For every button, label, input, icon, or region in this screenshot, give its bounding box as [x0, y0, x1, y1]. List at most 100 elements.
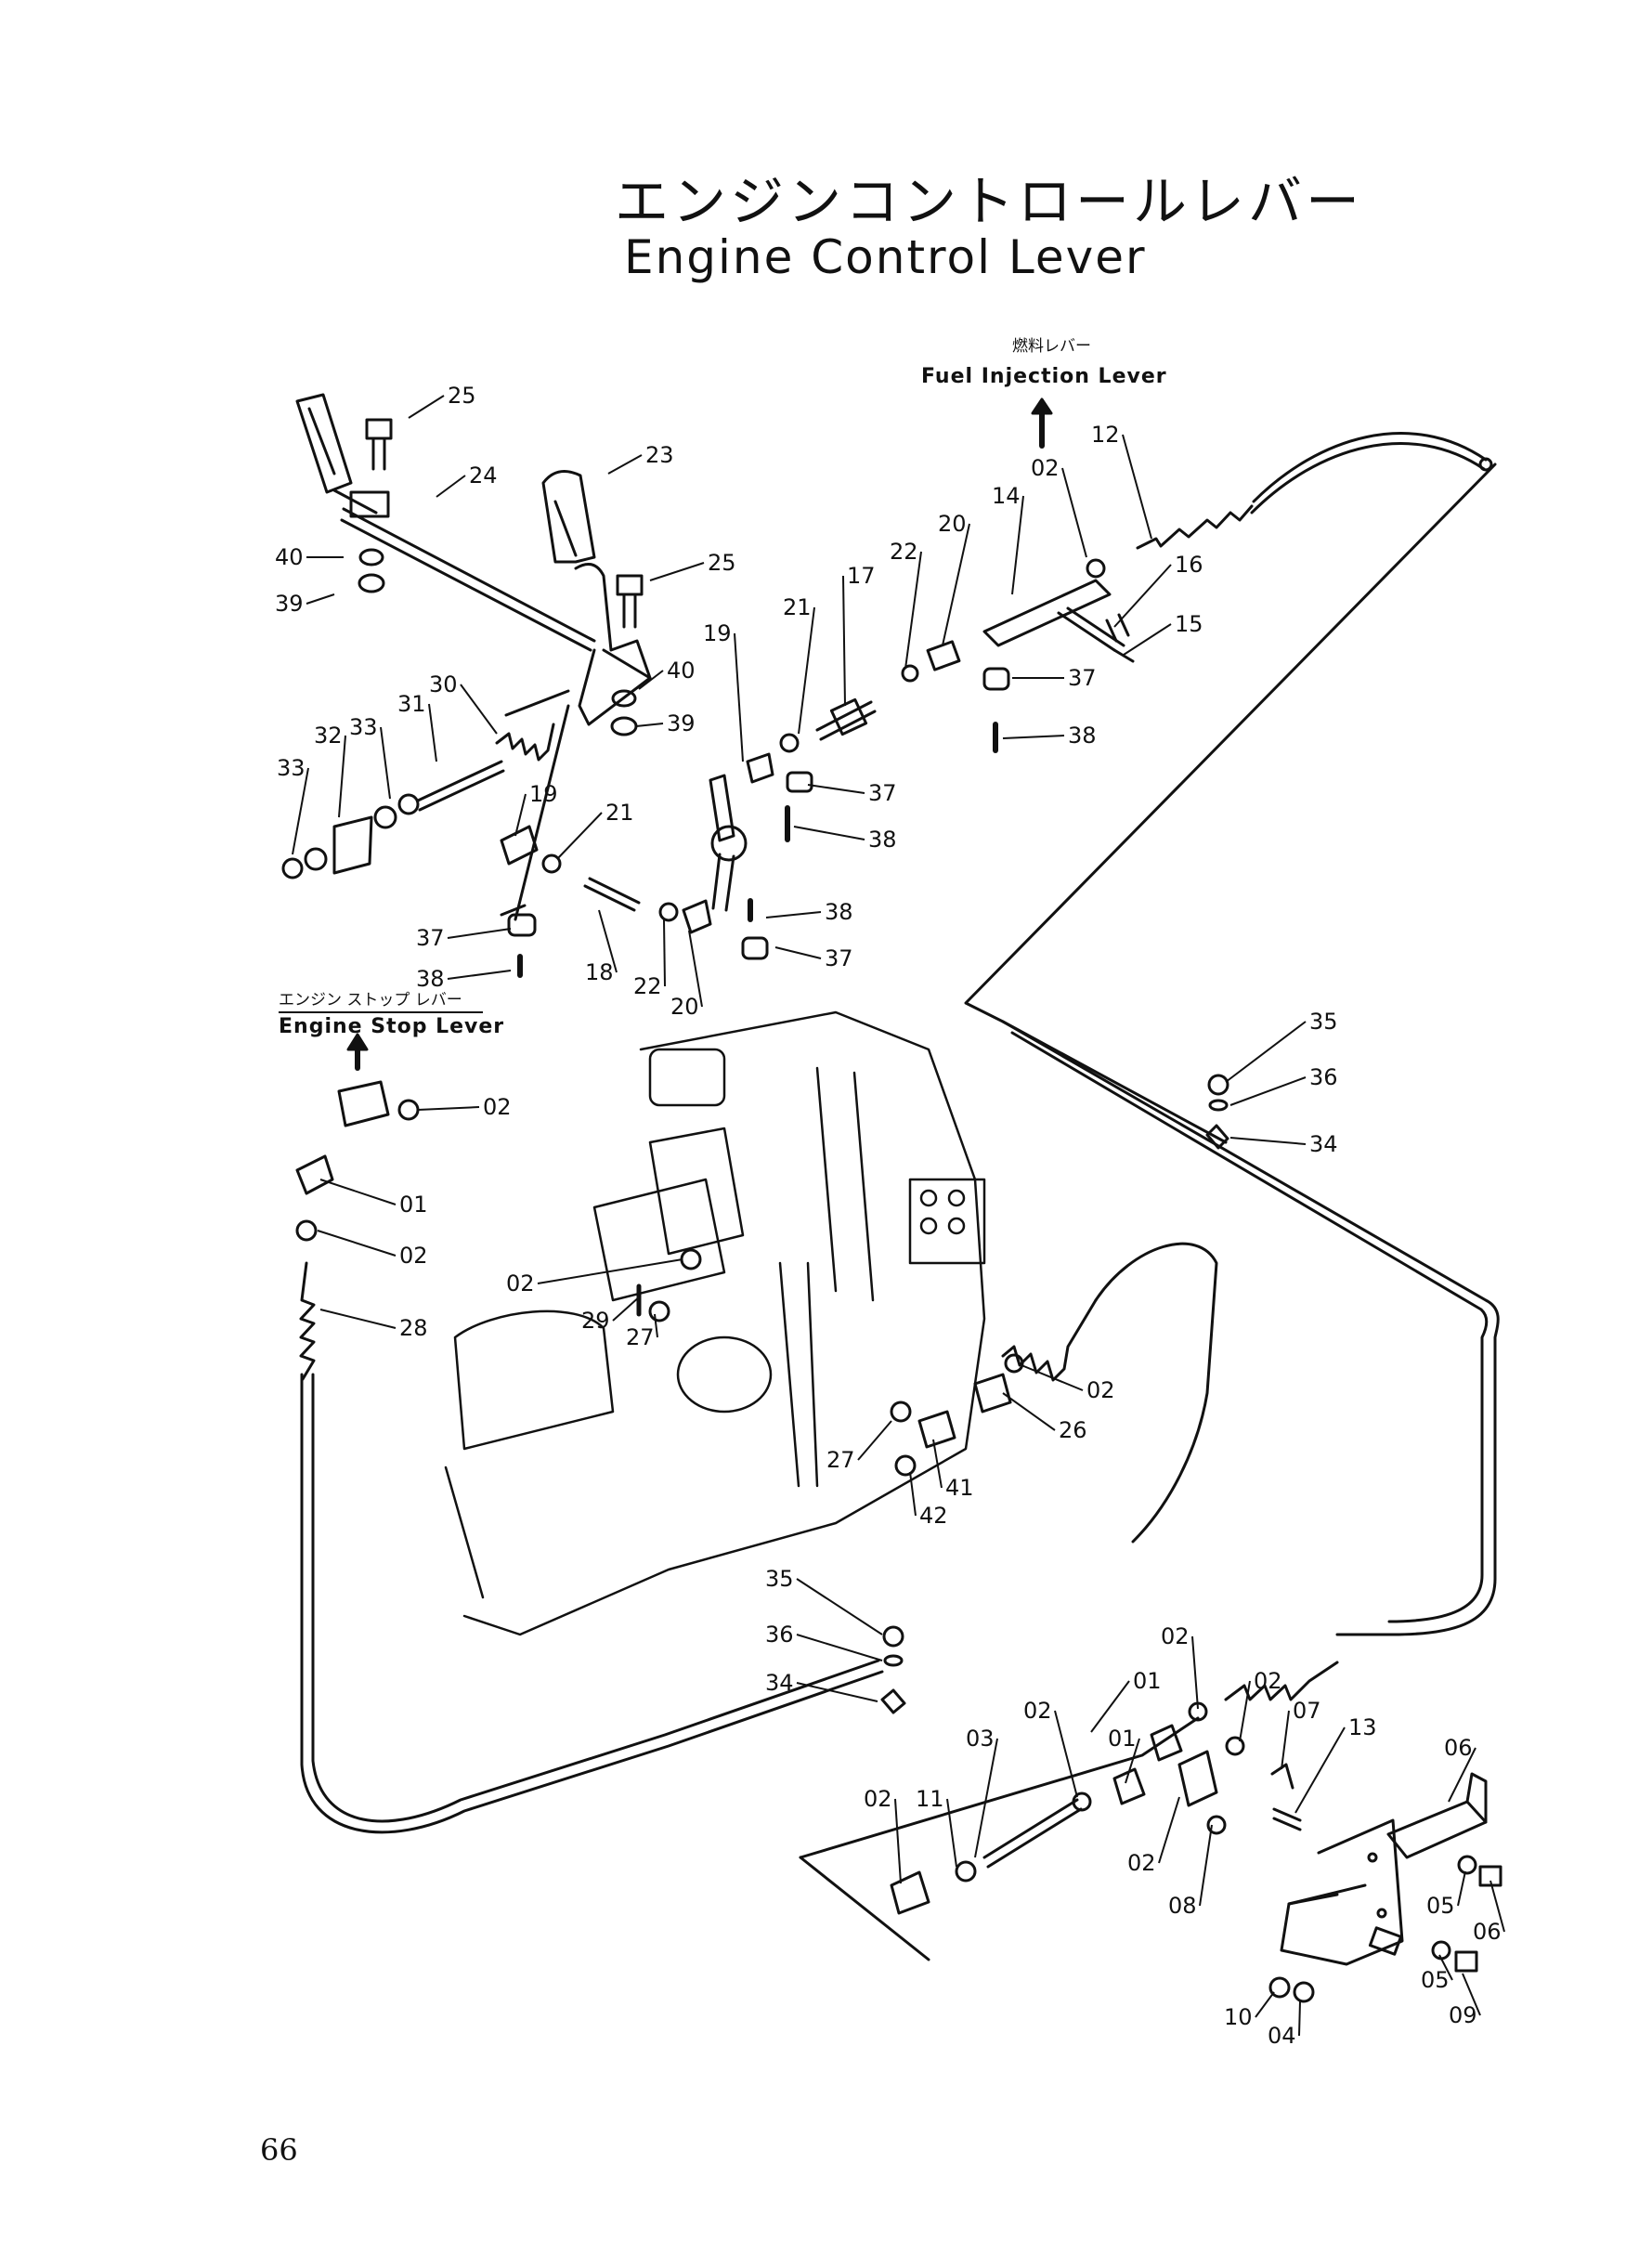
leader-line-33: [380, 726, 391, 800]
fuel-lever-label-en: Fuel Injection Lever: [921, 365, 1167, 388]
callout-28: 28: [399, 1315, 428, 1341]
washer-36-bottom: [883, 1654, 904, 1667]
clevis-20-right: [926, 640, 961, 671]
lower-right-cable-end: [1224, 1661, 1339, 1701]
leader-line-36: [1229, 1076, 1307, 1106]
leader-line-17: [842, 575, 846, 707]
callout-14: 14: [992, 483, 1021, 509]
cable-right-loop: [1001, 1020, 1500, 1636]
pedal-pad-23: [541, 470, 596, 564]
callout-17: 17: [847, 563, 876, 589]
callout-30: 30: [429, 671, 458, 697]
pin-37-d: [982, 667, 1010, 691]
leader-line-42: [909, 1471, 917, 1517]
washer-40-left: [358, 548, 384, 567]
callout-02: 02: [1031, 455, 1060, 481]
callout-40: 40: [667, 658, 696, 684]
callout-24: 24: [469, 463, 498, 489]
bolt-05-a: [1478, 1865, 1502, 1887]
fuel-lever-arrow: [1031, 397, 1053, 449]
nut-42: [894, 1454, 917, 1477]
leader-line-27: [654, 1313, 658, 1338]
leader-line-02: [1061, 467, 1087, 558]
page-number: 66: [260, 2132, 298, 2168]
nut-21-left: [541, 853, 562, 874]
callout-34: 34: [765, 1670, 794, 1696]
callout-27: 27: [826, 1447, 855, 1473]
rod-17-body: [829, 697, 868, 736]
nut-22-left: [658, 902, 679, 922]
callout-31: 31: [397, 691, 426, 717]
link-line: [500, 704, 570, 921]
leader-line-02: [417, 1106, 480, 1111]
bolt-lower: [1368, 1926, 1403, 1956]
nut-02-mid: [1004, 1353, 1024, 1374]
callout-26: 26: [1059, 1417, 1087, 1443]
callout-09: 09: [1449, 2002, 1477, 2028]
nut-21-right: [779, 733, 800, 753]
callout-38: 38: [825, 899, 853, 925]
leader-line-02: [1054, 1710, 1078, 1798]
callout-leaders: [292, 395, 1505, 2037]
leader-line-37: [807, 784, 865, 794]
nut-02-lr-d: [1072, 1791, 1092, 1812]
leader-line-34: [796, 1682, 878, 1702]
leader-line-33: [292, 767, 309, 855]
nut-39-left: [358, 573, 385, 593]
nut-33-a: [397, 793, 420, 815]
callout-34: 34: [1309, 1131, 1338, 1157]
leader-line-18: [598, 909, 618, 973]
washer-32-a: [373, 805, 397, 829]
callout-01: 01: [1108, 1726, 1137, 1752]
nut-02-stop: [397, 1099, 420, 1121]
callout-23: 23: [645, 442, 674, 468]
callout-21: 21: [783, 594, 812, 620]
callout-27: 27: [626, 1324, 655, 1350]
clip-15: [1112, 648, 1135, 663]
callout-02: 02: [506, 1270, 535, 1296]
rod-03: [982, 1798, 1083, 1869]
leader-line-24: [436, 475, 466, 498]
bolt-25-second: [616, 574, 644, 629]
leader-line-02: [1239, 1680, 1251, 1742]
callout-37: 37: [1068, 665, 1097, 691]
nut-22-right: [901, 664, 919, 683]
callout-12: 12: [1091, 422, 1120, 448]
callout-33: 33: [349, 714, 378, 740]
bolt-07: [1272, 1807, 1302, 1831]
washer-06-b: [1431, 1940, 1451, 1961]
leader-line-02: [1158, 1796, 1180, 1864]
washer-27-left: [648, 1300, 670, 1322]
leader-line-31: [428, 703, 437, 762]
link-rod-upper: [504, 689, 570, 717]
accelerator-pedal: [295, 393, 390, 518]
leader-line-38: [447, 970, 512, 980]
leader-line-22: [663, 919, 666, 987]
pedal-shaft-24: [340, 507, 596, 652]
leader-line-06: [1448, 1747, 1476, 1803]
leader-line-29: [612, 1295, 642, 1322]
leader-line-25: [408, 395, 445, 419]
leader-line-20: [688, 930, 703, 1008]
leader-line-25: [649, 562, 705, 581]
callout-19: 19: [703, 620, 732, 646]
leader-line-26: [1002, 1392, 1056, 1431]
leader-line-23: [607, 454, 643, 475]
swivel-01-left: [295, 1154, 334, 1195]
leader-line-21: [798, 606, 815, 735]
callout-39: 39: [275, 591, 304, 617]
callout-38: 38: [1068, 723, 1097, 749]
leader-line-02: [1191, 1635, 1199, 1710]
callout-33: 33: [277, 755, 306, 781]
clevis-19-left: [500, 825, 539, 866]
cable-28-left: [299, 1261, 884, 1834]
title-english: Engine Control Lever: [624, 230, 1147, 284]
callout-07: 07: [1293, 1698, 1321, 1724]
leader-line-38: [765, 911, 822, 919]
leader-line-22: [904, 551, 922, 670]
callout-02: 02: [399, 1243, 428, 1269]
cable-mid-loop: [1094, 1242, 1218, 1544]
leader-line-41: [932, 1439, 943, 1489]
leader-line-12: [1122, 434, 1152, 540]
